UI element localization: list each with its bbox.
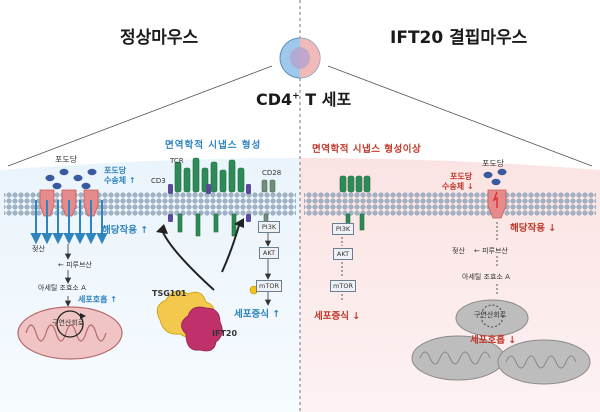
lactate-label-right: 젖산 xyxy=(452,247,465,255)
akt-box-right: AKT xyxy=(333,248,353,260)
respiration-label-right: 세포호흡 ↓ xyxy=(470,335,517,346)
mtor-box-right: mTOR xyxy=(330,280,356,292)
t-cell-label: CD4+ T 세포 xyxy=(256,90,352,109)
ift20-arrow-glycolysis xyxy=(161,229,215,291)
tca-label-right: 구연산회로 xyxy=(474,311,507,319)
cd3-label: CD3 xyxy=(151,177,166,185)
signaling-arrows-left xyxy=(264,231,272,306)
normal-mouse-title: 정상마우스 xyxy=(120,28,199,48)
mitochondrion-left xyxy=(17,306,123,360)
glycolysis-label-right: 해당작용 ↓ xyxy=(510,223,557,234)
pyruvate-label-left: ← 피루브산 xyxy=(58,261,92,269)
ift20-arrow-synapse xyxy=(221,221,241,273)
tca-cycle-dashed xyxy=(480,304,504,328)
perspective-line-left xyxy=(7,65,273,167)
akt-box-left: AKT xyxy=(259,247,279,259)
membrane-right xyxy=(304,192,596,216)
t-cell-icon xyxy=(279,37,321,79)
acetylcoa-label-right: 아세틸 조효소 A xyxy=(462,273,510,281)
glucose-label-right: 포도당 xyxy=(482,159,505,168)
ift20-tsg101-complex xyxy=(156,290,223,352)
metabolic-arrows-left xyxy=(64,244,72,307)
respiration-label-left: 세포호흡 ↑ xyxy=(78,295,117,304)
perspective-line-right xyxy=(327,65,593,167)
ift20-label: IFT20 xyxy=(212,329,238,338)
glucose-influx-arrows xyxy=(30,200,108,245)
pyruvate-label-right: ← 피루브산 xyxy=(474,247,508,255)
pi3k-box-right: PI3K xyxy=(332,223,354,235)
transporter-label-left-1: 포도당 xyxy=(104,166,127,175)
ift20-mouse-title: IFT20 결핍마우스 xyxy=(390,28,528,48)
cd28-label: CD28 xyxy=(262,169,282,177)
transporter-label-right-1: 포도당 xyxy=(450,172,473,181)
glucose-molecules-right xyxy=(483,168,507,186)
pi3k-box-left: PI3K xyxy=(258,221,280,233)
lactate-label-left: 젖산 xyxy=(32,245,45,253)
transporter-label-left-2: 수송체 ↑ xyxy=(104,176,136,185)
tcr-cd3-cd28-cluster-left xyxy=(168,157,276,237)
transporter-label-right-2: 수송체 ↓ xyxy=(442,182,474,191)
glucose-molecules-left xyxy=(45,168,97,190)
glycolysis-label-left: 해당작용 ↑ xyxy=(102,225,149,236)
synapse-defect-label: 면역학적 시냅스 형성이상 xyxy=(312,144,422,155)
tcr-label: TCR xyxy=(170,157,184,165)
mtor-box-left: mTOR xyxy=(256,280,282,292)
mitochondria-right-grey xyxy=(411,299,591,385)
proliferation-label-left: 세포증식 ↑ xyxy=(234,309,281,320)
acetylcoa-label-left: 아세틸 조효소 A xyxy=(38,284,86,292)
synapse-formation-label: 면역학적 시냅스 형성 xyxy=(165,140,262,151)
proliferation-label-right: 세포증식 ↓ xyxy=(314,311,361,322)
tsg101-label: TSG101 xyxy=(152,289,187,298)
tca-label-left: 구연산회로 xyxy=(52,319,85,327)
glucose-label-left: 포도당 xyxy=(55,155,78,164)
